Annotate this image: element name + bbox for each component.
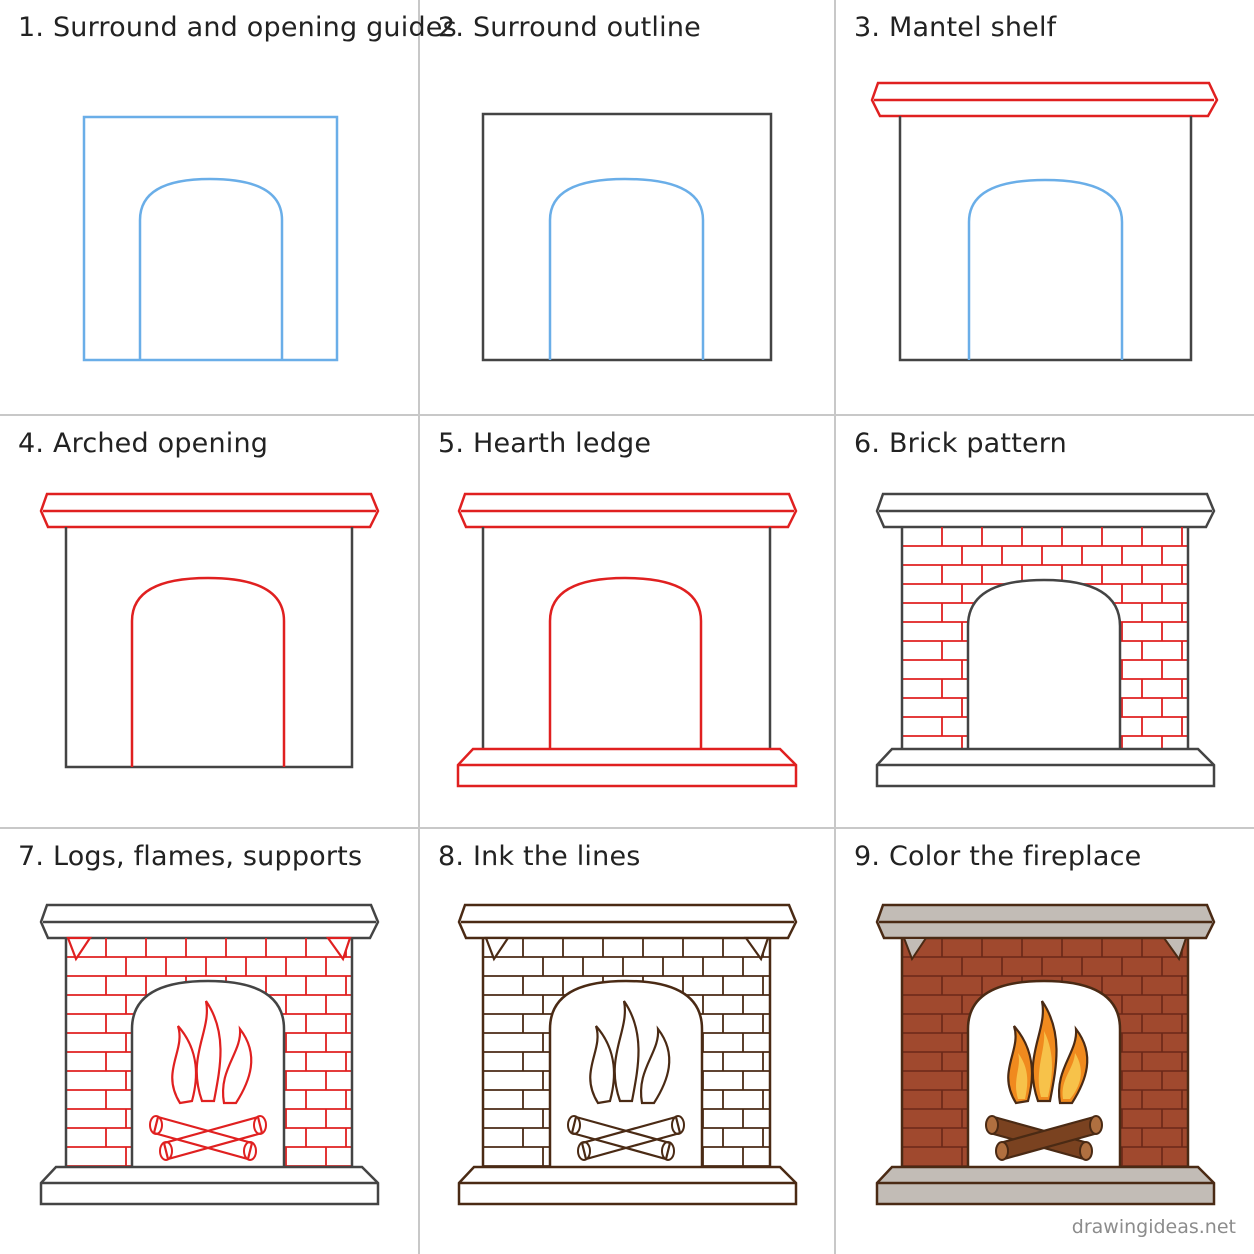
step-title: 6. Brick pattern: [854, 428, 1067, 459]
hearth-ledge: [875, 1165, 1216, 1206]
step-7-drawing: [39, 903, 380, 1206]
arched-opening: [548, 979, 704, 1167]
flame: [171, 1025, 198, 1105]
arched-opening: [548, 576, 703, 749]
step-title: 1. Surround and opening guides: [18, 12, 457, 43]
flame: [613, 1000, 640, 1103]
step-1-drawing: [82, 115, 339, 362]
grid-divider: [834, 0, 836, 1254]
log-end: [1079, 1141, 1093, 1161]
mantel-shelf: [39, 903, 380, 940]
mantel-support: [902, 937, 1188, 962]
log-end: [985, 1115, 999, 1135]
mantel-shelf: [875, 492, 1216, 529]
surround-outline: [64, 527, 354, 769]
fire: [985, 1000, 1103, 1161]
flame: [639, 1025, 671, 1105]
log-end: [577, 1141, 591, 1161]
flame: [221, 1025, 253, 1105]
mantel-shelf: [457, 492, 798, 529]
mantel-support: [484, 936, 770, 962]
hearth-ledge: [457, 1165, 798, 1206]
step-panel-7: 7. Logs, flames, supports: [0, 829, 418, 1254]
log-end: [661, 1141, 675, 1161]
step-panel-8: 8. Ink the lines: [420, 829, 834, 1254]
step-title: 7. Logs, flames, supports: [18, 841, 363, 872]
step-panel-3: 3. Mantel shelf: [836, 0, 1254, 414]
surround-outline: [900, 938, 1190, 1167]
step-panel-1: 1. Surround and opening guides: [0, 0, 457, 414]
opening-guide: [548, 177, 705, 360]
mantel-support: [66, 936, 352, 962]
arched-opening: [130, 979, 286, 1167]
arched-opening: [130, 576, 286, 767]
mantel-shelf: [457, 903, 798, 940]
step-title: 2. Surround outline: [438, 12, 701, 43]
fire: [149, 1000, 267, 1161]
log-end: [567, 1115, 581, 1135]
flame: [589, 1025, 616, 1105]
step-title: 8. Ink the lines: [438, 841, 641, 872]
flame-core: [1038, 1031, 1052, 1097]
step-5-drawing: [456, 492, 798, 788]
step-panel-2: 2. Surround outline: [420, 0, 834, 414]
surround-outline: [900, 527, 1190, 749]
mantel-shelf: [870, 81, 1219, 118]
hearth-ledge: [456, 747, 798, 788]
surround-outline: [64, 938, 354, 1167]
log-end: [149, 1115, 163, 1135]
hearth-ledge: [39, 1165, 380, 1206]
surround-outline: [481, 938, 772, 1167]
step-title: 3. Mantel shelf: [854, 12, 1057, 43]
step-title: 4. Arched opening: [18, 428, 269, 459]
step-title: 9. Color the fireplace: [854, 841, 1142, 872]
flame-core: [1062, 1053, 1081, 1099]
surround-outline: [481, 527, 772, 749]
log-end: [243, 1141, 257, 1161]
step-panel-4: 4. Arched opening: [0, 416, 418, 827]
site-credit: drawingideas.net: [1071, 1216, 1236, 1238]
step-4-drawing: [39, 492, 380, 769]
flame-core: [1016, 1053, 1028, 1099]
opening-guide: [967, 178, 1124, 360]
arched-opening: [966, 578, 1122, 749]
mantel-shelf: [39, 492, 380, 529]
grid-divider: [0, 827, 1254, 829]
hearth-ledge: [875, 747, 1216, 788]
step-2-drawing: [481, 112, 773, 362]
step-6-drawing: [875, 492, 1216, 788]
surround-outline: [481, 112, 773, 362]
grid-divider: [418, 0, 420, 1254]
log-end: [995, 1141, 1009, 1161]
surround-guide: [82, 115, 339, 362]
step-8-drawing: [457, 903, 798, 1206]
step-panel-5: 5. Hearth ledge: [420, 416, 834, 827]
mantel-shelf: [875, 903, 1216, 940]
log-end: [253, 1115, 267, 1135]
log-end: [1089, 1115, 1103, 1135]
step-9-drawing: [875, 903, 1216, 1206]
step-panel-6: 6. Brick pattern: [836, 416, 1254, 827]
log-end: [671, 1115, 685, 1135]
step-panel-9: 9. Color the fireplace: [836, 829, 1254, 1254]
fire: [567, 1000, 685, 1161]
grid-divider: [0, 414, 1254, 416]
log-end: [159, 1141, 173, 1161]
step-title: 5. Hearth ledge: [438, 428, 652, 459]
step-3-drawing: [870, 81, 1219, 362]
flame: [195, 1000, 222, 1103]
surround-outline: [898, 116, 1193, 362]
